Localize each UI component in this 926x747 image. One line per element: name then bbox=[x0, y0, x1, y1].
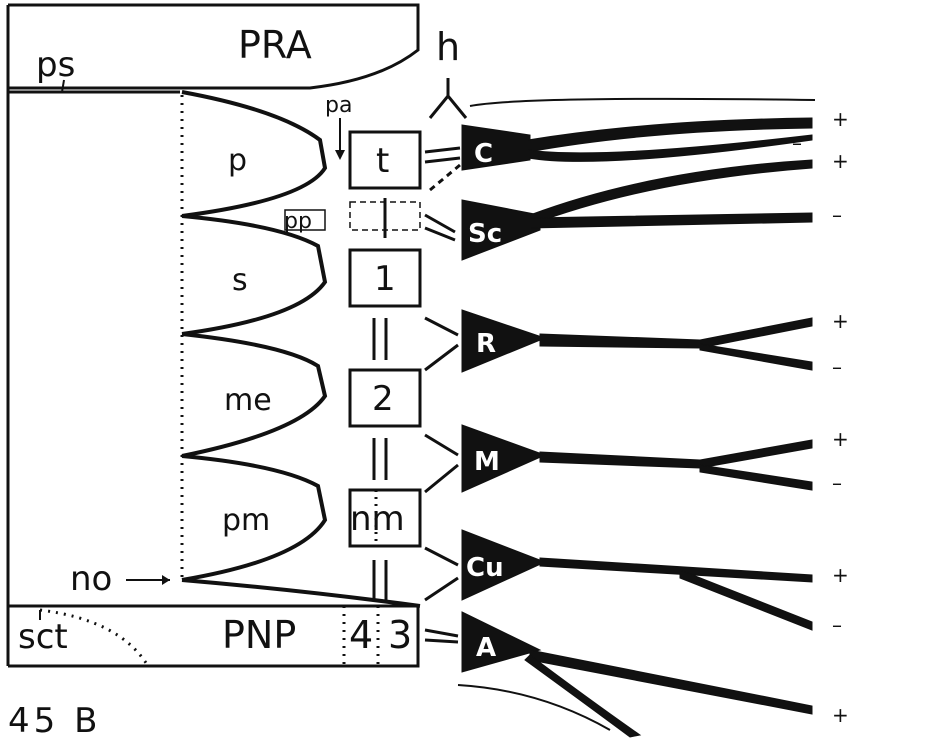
vein-a-label: A bbox=[476, 633, 496, 663]
vein-sc-label: Sc bbox=[468, 219, 502, 249]
sign-7: + bbox=[832, 427, 849, 451]
ps-label: ps bbox=[36, 45, 75, 85]
h-label: h bbox=[436, 25, 460, 69]
sign-9: + bbox=[832, 563, 849, 587]
lobe-me: me bbox=[224, 383, 272, 418]
sign-4: – bbox=[832, 203, 842, 227]
sclerite-1: 1 bbox=[374, 259, 396, 299]
sign-5: + bbox=[832, 309, 849, 333]
vein-m-label: M bbox=[474, 447, 500, 477]
plate-top-label: PRA bbox=[238, 23, 312, 67]
plate-bottom-number-3: 3 bbox=[388, 613, 412, 657]
lobe-p: p bbox=[228, 143, 247, 178]
sclerite-t: t bbox=[376, 141, 389, 181]
plate-bottom-label: PNP bbox=[222, 613, 296, 657]
sign-8: – bbox=[832, 471, 842, 495]
sign-11: + bbox=[832, 703, 849, 727]
pa-label: pa bbox=[325, 93, 352, 118]
no-label: no bbox=[70, 559, 112, 599]
pp-label: pp bbox=[284, 209, 312, 234]
sct-label: sct bbox=[18, 617, 68, 657]
sign-1: + bbox=[832, 107, 849, 131]
sign-10: – bbox=[832, 613, 842, 637]
vein-c-label: C bbox=[474, 139, 493, 169]
sign-6: – bbox=[832, 355, 842, 379]
vein-r-label: R bbox=[476, 329, 496, 359]
sclerite-nm: nm bbox=[350, 499, 405, 539]
sclerite-2: 2 bbox=[372, 379, 394, 419]
plate-bottom-number-4: 4 bbox=[349, 613, 373, 657]
lobe-pm: pm bbox=[222, 503, 270, 538]
veins bbox=[462, 118, 812, 737]
vein-cu-label: Cu bbox=[466, 553, 504, 583]
sign-2: – bbox=[792, 131, 802, 155]
figure-label: 45 B bbox=[8, 701, 101, 741]
lobe-s: s bbox=[232, 263, 248, 298]
sign-3: + bbox=[832, 149, 849, 173]
sign-labels: + – + – + – + – + – + bbox=[792, 107, 849, 727]
